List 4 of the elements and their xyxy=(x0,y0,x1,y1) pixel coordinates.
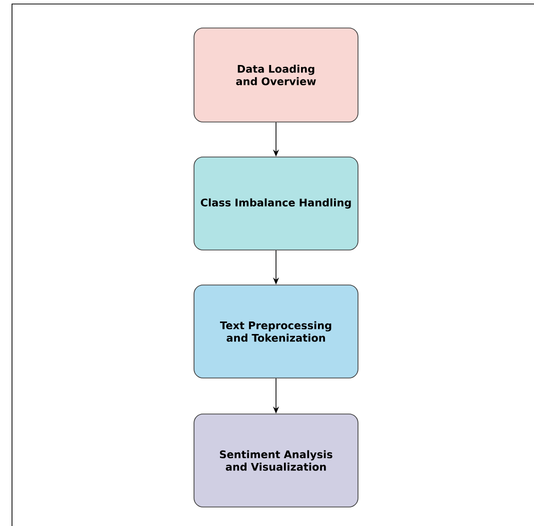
process-box: Data Loading and Overview xyxy=(194,28,358,122)
process-box: Class Imbalance Handling xyxy=(194,156,358,250)
process-box: Text Preprocessing and Tokenization xyxy=(194,284,358,378)
process-box: Sentiment Analysis and Visualization xyxy=(194,414,358,508)
